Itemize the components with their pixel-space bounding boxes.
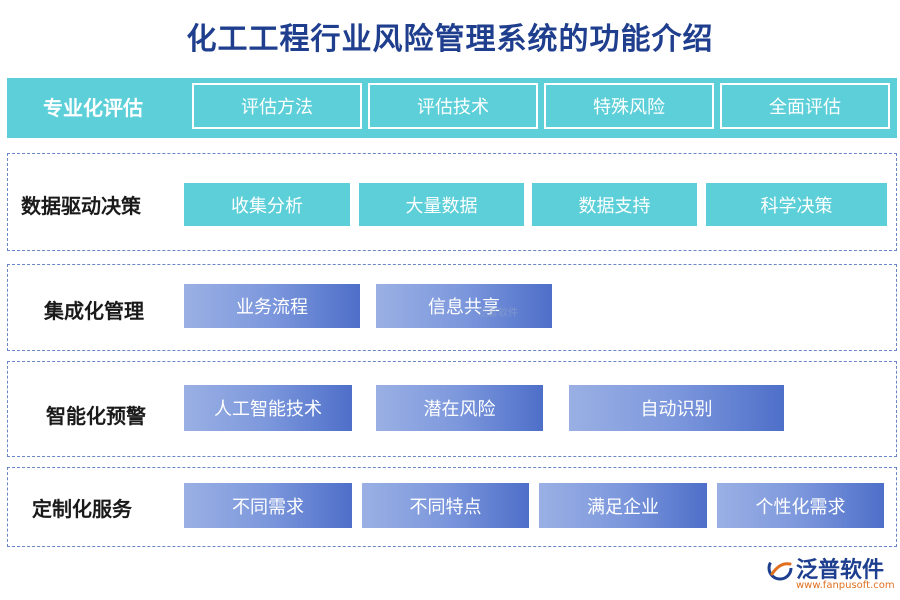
feature-box[interactable]: 满足企业	[539, 483, 707, 528]
row-intelligent-warning: 智能化预警 人工智能技术 潜在风险 自动识别	[7, 361, 897, 457]
logo-url: www.fanpusoft.com	[796, 580, 895, 591]
watermark: 泛普软件	[478, 308, 518, 319]
logo-name: 泛普软件	[796, 558, 885, 583]
feature-box[interactable]: 潜在风险	[376, 385, 543, 431]
row-customized-service: 定制化服务 不同需求 不同特点 满足企业 个性化需求	[7, 467, 897, 547]
feature-box[interactable]: 全面评估	[720, 83, 890, 129]
feature-box[interactable]: 不同特点	[362, 483, 529, 528]
row-label: 智能化预警	[46, 404, 146, 428]
row-label: 集成化管理	[44, 299, 144, 323]
brand-logo: 泛普软件 www.fanpusoft.com	[766, 552, 896, 596]
feature-box[interactable]: 业务流程	[184, 284, 360, 328]
row-label: 数据驱动决策	[21, 194, 141, 218]
feature-box[interactable]: 人工智能技术	[184, 385, 352, 431]
feature-box[interactable]: 不同需求	[184, 483, 352, 528]
page-title: 化工工程行业风险管理系统的功能介绍	[186, 22, 714, 57]
row-label: 专业化评估	[43, 96, 143, 120]
row-professional-assessment: 专业化评估 评估方法 评估技术 特殊风险 全面评估	[7, 78, 897, 138]
feature-box[interactable]: 信息共享	[376, 284, 552, 328]
feature-box[interactable]: 科学决策	[706, 183, 887, 226]
row-integrated-management: 集成化管理 业务流程 信息共享	[7, 264, 897, 351]
logo-swirl-icon	[767, 555, 793, 581]
feature-box[interactable]: 特殊风险	[544, 83, 714, 129]
feature-box[interactable]: 收集分析	[184, 183, 350, 226]
feature-box[interactable]: 数据支持	[532, 183, 697, 226]
feature-box[interactable]: 个性化需求	[717, 483, 884, 528]
row-label: 定制化服务	[32, 497, 132, 521]
feature-box[interactable]: 自动识别	[569, 385, 784, 431]
feature-box[interactable]: 评估技术	[368, 83, 538, 129]
feature-box[interactable]: 评估方法	[192, 83, 362, 129]
row-data-driven-decision: 数据驱动决策 收集分析 大量数据 数据支持 科学决策	[7, 153, 897, 251]
feature-box[interactable]: 大量数据	[359, 183, 524, 226]
